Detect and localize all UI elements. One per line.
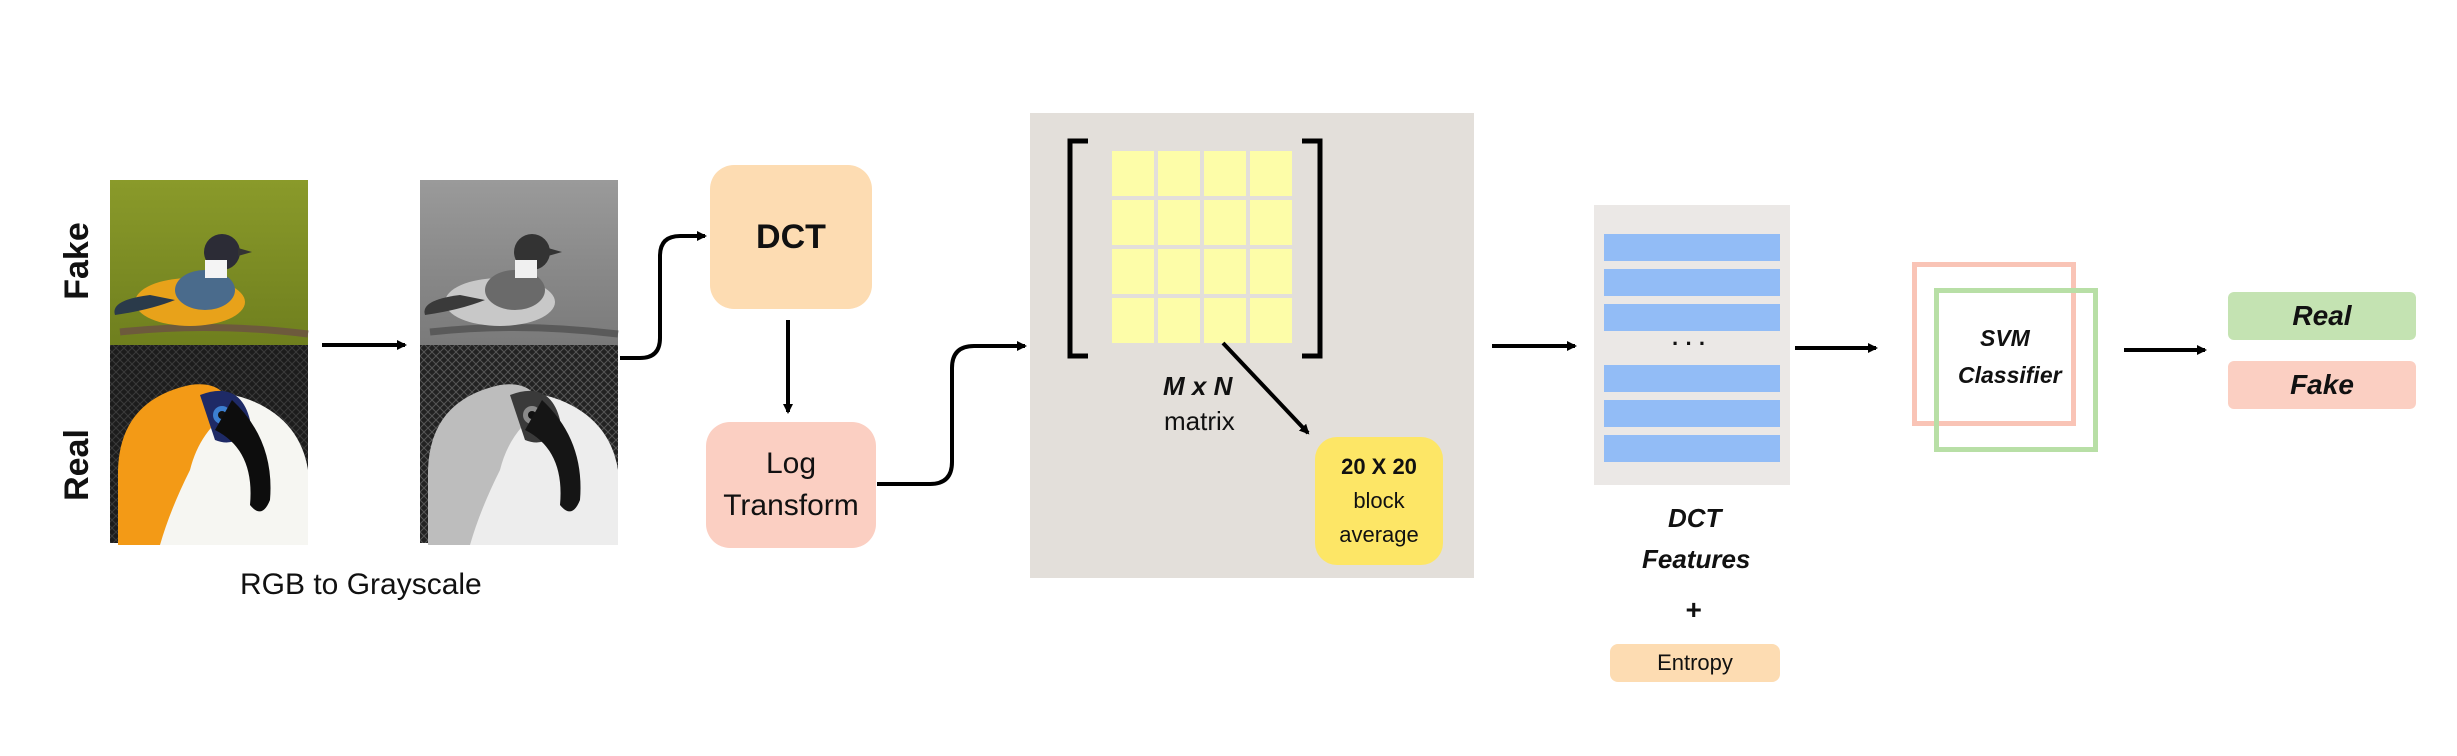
- feature-bar: [1604, 234, 1780, 261]
- feature-bar: [1604, 365, 1780, 392]
- arrow-gray-to-dct: [620, 231, 707, 360]
- feature-bar: [1604, 269, 1780, 296]
- block-average-box: 20 X 20 block average: [1315, 437, 1443, 565]
- matrix-cell: [1112, 298, 1154, 343]
- arrow-matrix-to-block: [1221, 341, 1310, 435]
- svm-square-pink: [1912, 262, 2076, 426]
- matrix-cell: [1250, 151, 1292, 196]
- real-grayscale-image: [420, 345, 618, 545]
- real-row-label: Real: [58, 429, 96, 501]
- output-real-label: Real: [2292, 300, 2352, 331]
- log-label-line2: Transform: [723, 489, 859, 522]
- matrix-cell: [1204, 151, 1246, 196]
- svm-line1: SVM: [1980, 325, 2030, 351]
- svm-square-green: [1934, 288, 2098, 452]
- fake-color-image: [110, 180, 309, 345]
- svm-line2: Classifier: [1958, 362, 2062, 388]
- output-fake-label: Fake: [2290, 369, 2354, 400]
- matrix-title: M x N: [1163, 371, 1233, 401]
- features-plus: +: [1685, 594, 1702, 625]
- matrix-panel: M x N matrix 20 X 20 block average: [1030, 113, 1474, 578]
- matrix-cell: [1158, 200, 1200, 245]
- features-ellipsis: · · ·: [1672, 331, 1707, 356]
- entropy-box: Entropy: [1610, 644, 1780, 682]
- matrix-cell: [1250, 200, 1292, 245]
- matrix-svg: [1067, 138, 1323, 435]
- matrix-right-bracket: [1302, 138, 1323, 359]
- matrix-left-bracket: [1067, 138, 1088, 359]
- matrix-cell: [1204, 249, 1246, 294]
- output-real-box: Real: [2228, 292, 2416, 340]
- matrix-cell: [1250, 249, 1292, 294]
- feature-bar: [1604, 400, 1780, 427]
- rgb-to-gray-caption: RGB to Grayscale: [240, 568, 482, 601]
- log-label-line1: Log: [765, 447, 817, 480]
- fake-grayscale-image: [420, 180, 619, 345]
- matrix-cell: [1158, 249, 1200, 294]
- matrix-cell: [1250, 298, 1292, 343]
- block-line1: 20 X 20: [1341, 454, 1417, 479]
- block-line3: average: [1339, 522, 1419, 547]
- entropy-label: Entropy: [1657, 650, 1733, 675]
- matrix-cell: [1204, 200, 1246, 245]
- features-title-line2: Features: [1642, 544, 1751, 574]
- features-panel: · · ·: [1594, 205, 1790, 485]
- feature-bar: [1604, 304, 1780, 331]
- dct-box: DCT: [710, 165, 872, 309]
- real-color-image: [110, 345, 308, 545]
- block-line2: block: [1353, 488, 1405, 513]
- features-title-line1: DCT: [1668, 503, 1722, 533]
- feature-bar: [1604, 435, 1780, 462]
- fake-row-label: Fake: [58, 222, 96, 300]
- output-fake-box: Fake: [2228, 361, 2416, 409]
- matrix-cells: [1112, 151, 1292, 343]
- arrow-log-to-matrix: [877, 341, 1027, 486]
- matrix-cell: [1112, 151, 1154, 196]
- matrix-cell: [1112, 249, 1154, 294]
- matrix-cell: [1158, 151, 1200, 196]
- dct-label: DCT: [756, 217, 826, 256]
- matrix-cell: [1204, 298, 1246, 343]
- log-transform-box: Log Transform: [706, 422, 876, 548]
- matrix-cell: [1158, 298, 1200, 343]
- matrix-cell: [1112, 200, 1154, 245]
- matrix-subtitle: matrix: [1164, 406, 1235, 436]
